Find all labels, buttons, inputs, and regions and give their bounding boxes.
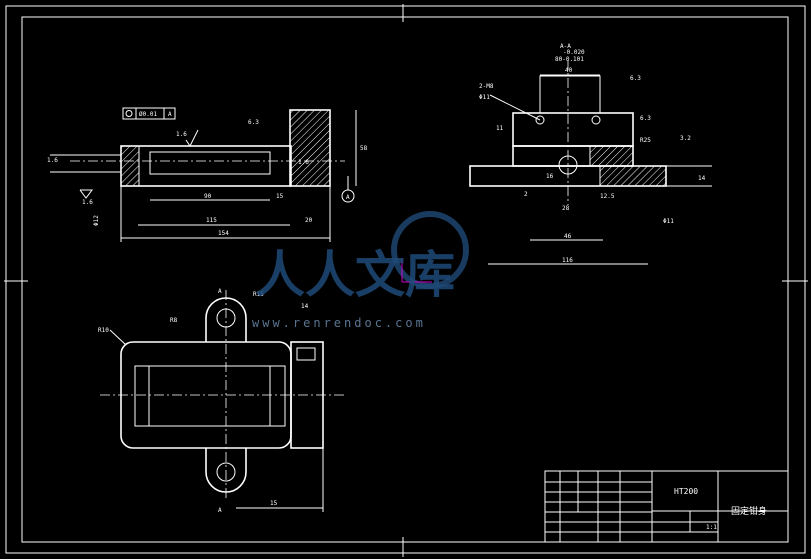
roughness-6: 6.3 <box>630 75 641 82</box>
dim-16: 16 <box>546 173 554 180</box>
dim-116: 116 <box>562 257 573 264</box>
dim-14: 14 <box>698 175 706 182</box>
cut-mark-top: A <box>218 288 222 295</box>
tol-top1: -0.020 <box>563 49 585 56</box>
roughness-9: 12.5 <box>600 193 615 200</box>
watermark-text: 人人文库 <box>255 246 455 304</box>
dim-15b: 15 <box>270 500 278 507</box>
front-view: 154 115 90 15 20 58 Φ12 Ø0.01 A 1.6 1.6 … <box>47 107 368 242</box>
dim-r10: R10 <box>98 327 109 334</box>
roughness-1: 1.6 <box>176 131 187 138</box>
datum-a-label: A <box>346 194 350 201</box>
dim-phi11a: Φ11 <box>479 94 490 101</box>
dim-r8: R8 <box>170 317 178 324</box>
dim-15: 15 <box>276 193 284 200</box>
material-label: HT200 <box>674 487 698 496</box>
dim-r25: R25 <box>640 137 651 144</box>
top-view: 15 14 A A R15 R8 R10 <box>98 288 345 514</box>
inner-border <box>21 16 789 543</box>
dim-40: 40 <box>565 67 573 74</box>
dim-14b: 14 <box>301 303 309 310</box>
dim-90: 90 <box>204 193 212 200</box>
dim-phi11b: Φ11 <box>663 218 674 225</box>
dim-58: 58 <box>360 145 368 152</box>
cut-mark-bottom: A <box>218 507 222 514</box>
roughness-8: 3.2 <box>680 135 691 142</box>
tol-top2: 80-0.101 <box>555 56 584 63</box>
part-name: 固定钳身 <box>731 505 767 517</box>
roughness-3: 1.6 <box>82 199 93 206</box>
dim-46: 46 <box>564 233 572 240</box>
roughness-2: 1.6 <box>47 157 58 164</box>
dim-phi12: Φ12 <box>93 215 100 226</box>
roughness-5: 1.6 <box>298 159 309 166</box>
dim-28: 28 <box>562 205 570 212</box>
svg-text:A: A <box>168 111 172 118</box>
dim-2m8: 2-M8 <box>479 83 494 90</box>
roughness-7: 6.3 <box>640 115 651 122</box>
roughness-4: 6.3 <box>248 119 259 126</box>
dim-r15: R15 <box>253 291 264 298</box>
outer-border <box>5 5 806 554</box>
dim-2: 2 <box>524 191 528 198</box>
watermark: 人人文库 www.renrendoc.com <box>252 211 469 330</box>
dim-115: 115 <box>206 217 217 224</box>
dim-20: 20 <box>305 217 313 224</box>
title-block: HT200 固定钳身 1:1 <box>544 470 789 543</box>
dim-154: 154 <box>218 230 229 237</box>
section-label: A-A <box>560 43 571 50</box>
dim-11: 11 <box>496 125 504 132</box>
tolerance-value: Ø0.01 <box>139 111 157 118</box>
scale-value: 1:1 <box>706 524 717 531</box>
watermark-url: www.renrendoc.com <box>252 316 426 330</box>
section-view-a-a: A-A -0.020 80-0.101 40 116 46 2-M8 Φ11 R… <box>469 43 712 265</box>
